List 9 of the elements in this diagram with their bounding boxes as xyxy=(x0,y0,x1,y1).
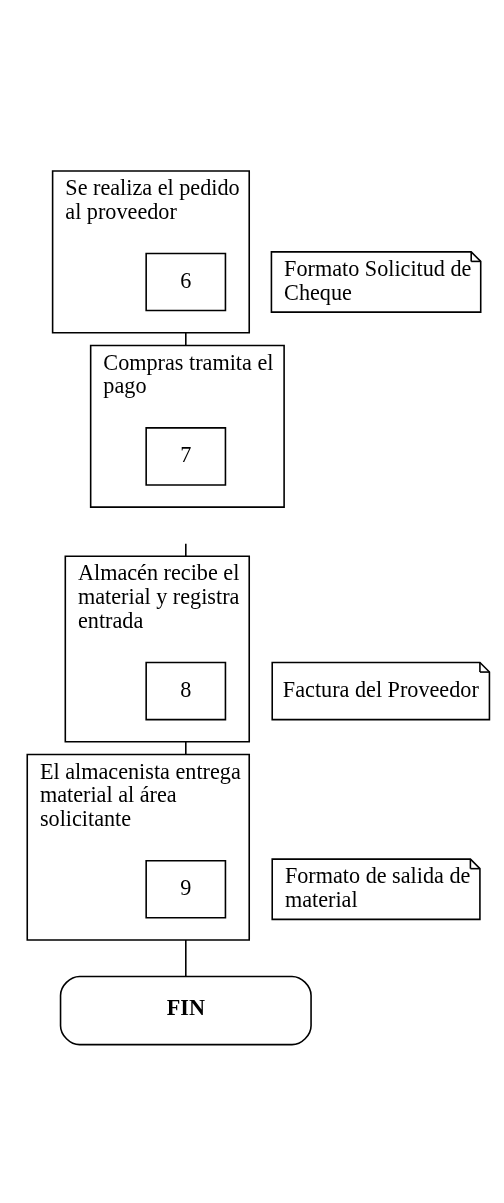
node-box: 7 xyxy=(145,427,227,486)
node-box: 6 xyxy=(145,252,227,312)
node-box: 9 xyxy=(145,859,227,919)
connector xyxy=(185,331,187,347)
connector xyxy=(185,542,187,558)
connector xyxy=(185,939,187,978)
node-box: FIN xyxy=(59,975,312,1046)
connector xyxy=(185,741,187,756)
node-box: 8 xyxy=(145,661,227,721)
